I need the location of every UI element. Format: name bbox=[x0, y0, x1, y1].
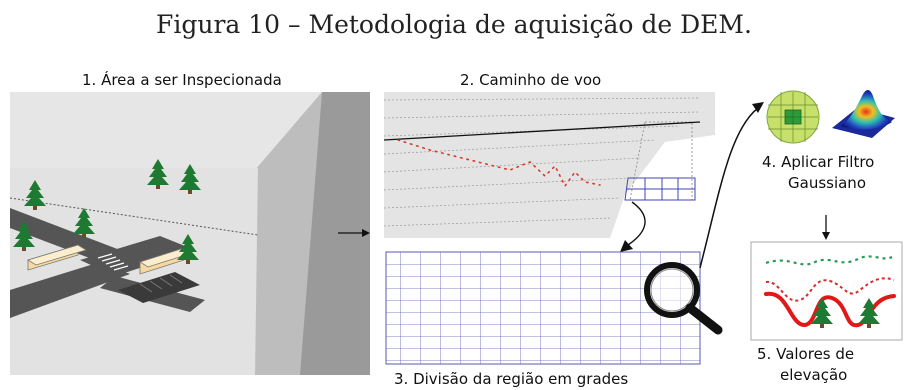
gaussian-surface-icon bbox=[832, 90, 895, 138]
crosswalk bbox=[97, 253, 129, 271]
step4-label-line1: 4. Aplicar Filtro bbox=[762, 153, 874, 171]
terrain-slope-shadow bbox=[300, 92, 370, 375]
magnifier-icon bbox=[644, 262, 723, 335]
arrow-icon bbox=[620, 201, 646, 252]
figure-caption: Figura 10 – Metodologia de aquisição de … bbox=[156, 10, 752, 39]
elevation-values-panel bbox=[750, 241, 903, 341]
green-dotted-curve bbox=[765, 255, 893, 266]
parking-spaces bbox=[139, 274, 183, 293]
flight-path bbox=[397, 139, 601, 188]
arrow-icon bbox=[822, 215, 830, 240]
ridge-line bbox=[383, 121, 701, 141]
filtered-grid-icon bbox=[766, 90, 820, 144]
flight-lines bbox=[383, 97, 701, 227]
flight-area-surface bbox=[384, 92, 715, 238]
area-panel bbox=[9, 92, 370, 375]
grid-panel bbox=[385, 251, 723, 365]
step4-number: 4. bbox=[762, 153, 777, 171]
road-segment bbox=[10, 208, 120, 262]
flight-path-panel bbox=[383, 92, 715, 238]
elevation-box bbox=[750, 241, 903, 341]
arrow-icon bbox=[699, 102, 764, 269]
building-roof bbox=[27, 244, 87, 266]
step2-label: 2. Caminho de voo bbox=[460, 71, 602, 89]
step3-label: 3. Divisão da região em grades bbox=[394, 370, 629, 388]
gaussian-filter-panel bbox=[766, 90, 895, 144]
road-segment bbox=[10, 262, 130, 318]
arrow-icon bbox=[338, 229, 370, 237]
boundary-line bbox=[9, 197, 259, 236]
area-background bbox=[10, 92, 322, 168]
area-ground bbox=[10, 168, 258, 375]
step4-label-line2: Gaussiano bbox=[788, 174, 866, 192]
red-dotted-curve bbox=[765, 277, 895, 302]
step5-label-line2: elevação bbox=[780, 366, 848, 384]
step1-label: 1. Área a ser Inspecionada bbox=[82, 71, 282, 89]
step5-text-1: Valores de bbox=[776, 345, 855, 363]
elevation-grid bbox=[385, 251, 701, 365]
step4-text-1: Aplicar Filtro bbox=[781, 153, 875, 171]
slope-grid bbox=[624, 177, 696, 201]
step5-number: 5. bbox=[757, 345, 772, 363]
step5-label-line1: 5. Valores de bbox=[757, 345, 854, 363]
